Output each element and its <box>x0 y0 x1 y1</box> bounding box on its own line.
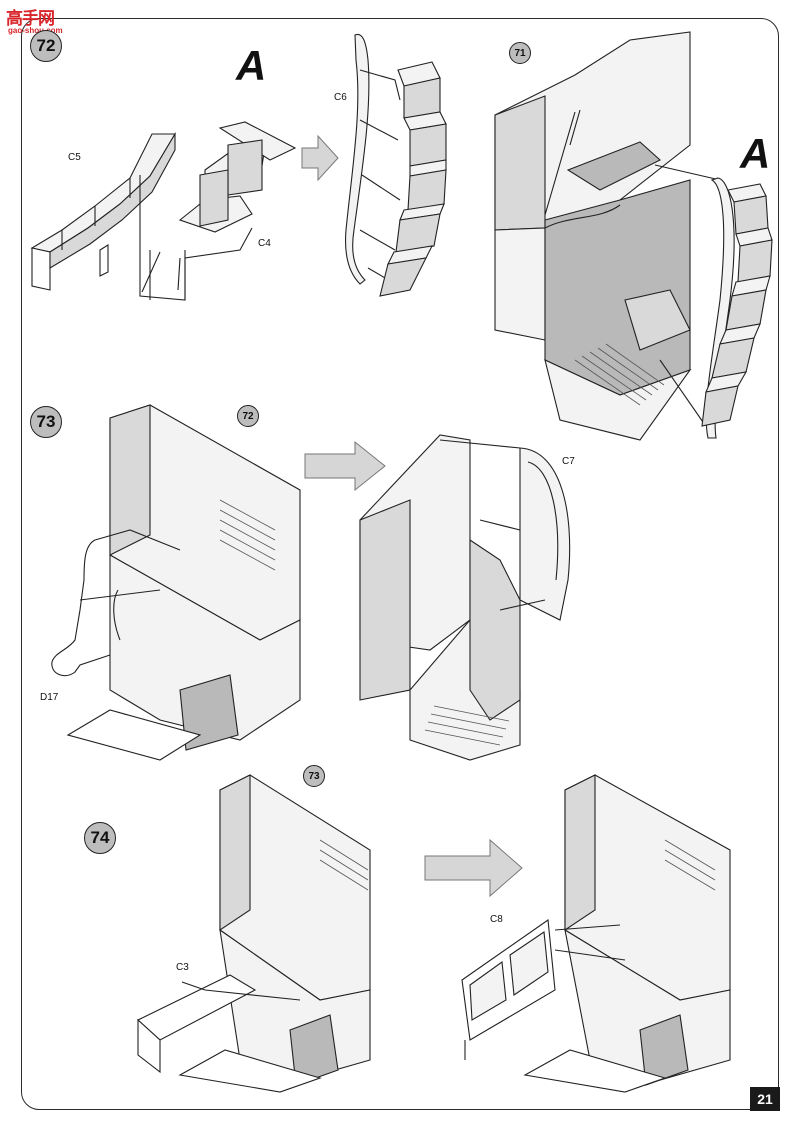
subassembly-label-A: A <box>236 42 267 89</box>
step-73-cab-with-door <box>359 434 571 761</box>
step-73-cab-with-rail <box>51 404 301 761</box>
part-label-c4: C4 <box>258 238 271 249</box>
subassembly-label-A-placement: A <box>740 130 771 177</box>
step-72-A-stair-unit <box>701 177 773 439</box>
reference-badge-73: 73 <box>303 765 325 787</box>
grill-lines <box>574 343 665 406</box>
grill-lines <box>424 705 510 746</box>
page-number: 21 <box>750 1087 780 1111</box>
step-72-stairs-exploded <box>30 121 297 301</box>
step-72-cab-assembly <box>494 31 721 441</box>
part-label-c6: C6 <box>334 92 347 103</box>
grill-lines <box>219 499 276 571</box>
part-label-c3: C3 <box>176 962 189 973</box>
step-badge-73: 73 <box>30 406 62 438</box>
reference-badge-72: 72 <box>237 405 259 427</box>
reference-badge-71: 71 <box>509 42 531 64</box>
step-badge-74: 74 <box>84 822 116 854</box>
grill-lines <box>664 839 716 891</box>
part-label-c7: C7 <box>562 456 575 467</box>
page-frame <box>21 18 779 1110</box>
part-label-c5: C5 <box>68 152 81 163</box>
watermark-name: 高手网 <box>6 9 55 29</box>
step-badge-72: 72 <box>30 30 62 62</box>
grill-lines <box>319 839 369 891</box>
part-label-c8: C8 <box>490 914 503 925</box>
step-74-cab-with-panel <box>137 774 371 1093</box>
step-74-cab-with-door-panel <box>461 774 731 1093</box>
watermark-url: gao-shou.com <box>8 26 63 35</box>
step-72-stairs-with-side-panel <box>344 33 447 297</box>
part-label-d17: D17 <box>40 692 59 703</box>
